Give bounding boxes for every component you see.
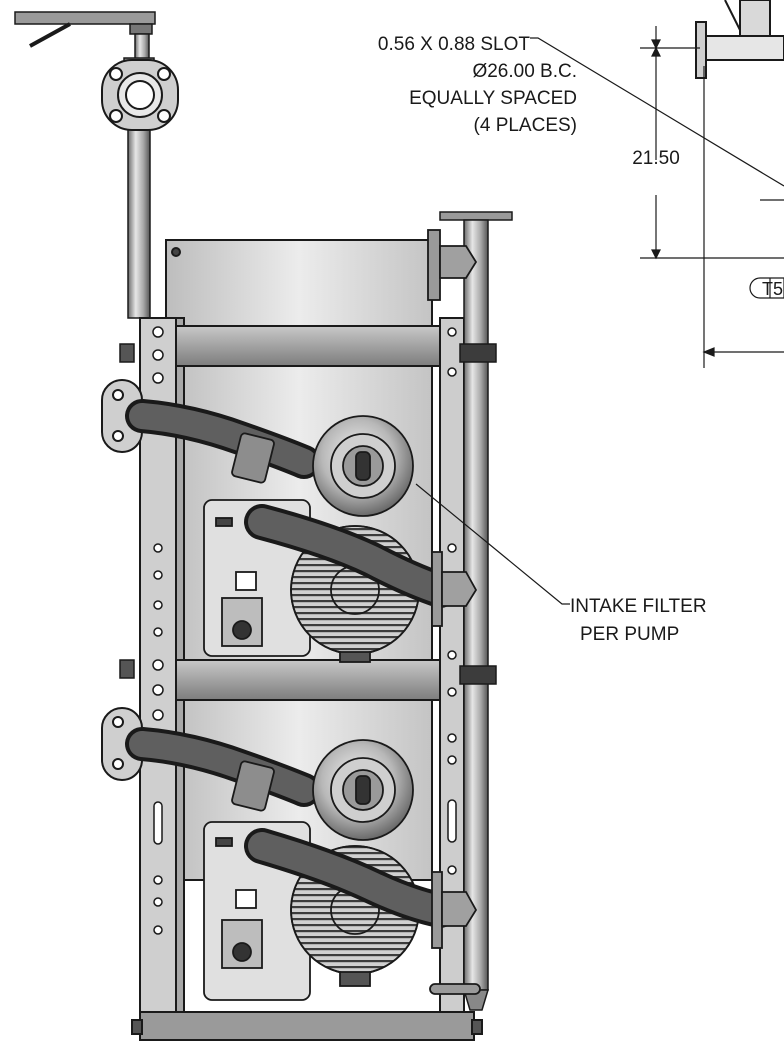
left-inlet-flange-upper bbox=[101, 379, 143, 453]
intake-filter-callout: INTAKE FILTER PER PUMP bbox=[570, 596, 707, 645]
slot-callout-line-4: (4 PLACES) bbox=[474, 115, 577, 136]
top-flange bbox=[101, 59, 179, 131]
feature-control-frame: T5 bbox=[749, 277, 784, 299]
height-dimension-value: 21.50 bbox=[632, 148, 680, 169]
intake-filter-callout-line-1: INTAKE FILTER bbox=[570, 596, 707, 617]
top-lever-assembly bbox=[14, 11, 156, 61]
left-upright-holes bbox=[152, 326, 164, 935]
right-upright-holes bbox=[447, 327, 457, 905]
feature-control-frame-text: T5 bbox=[762, 279, 783, 299]
slot-callout-line-1: 0.56 X 0.88 SLOT bbox=[378, 34, 530, 55]
dimension-lines bbox=[640, 26, 784, 368]
slot-callout: 0.56 X 0.88 SLOT Ø26.00 B.C. EQUALLY SPA… bbox=[378, 34, 577, 136]
height-dimension: 21.50 bbox=[632, 148, 680, 169]
left-inlet-flange-lower bbox=[101, 707, 143, 781]
upper-pump bbox=[125, 229, 478, 663]
leader-lines bbox=[415, 37, 784, 605]
detail-view-pipe bbox=[695, 0, 784, 79]
slot-callout-line-2: Ø26.00 B.C. bbox=[472, 61, 577, 82]
slot-callout-line-3: EQUALLY SPACED bbox=[409, 88, 577, 109]
intake-filter-callout-line-2: PER PUMP bbox=[580, 624, 679, 645]
pipe-clamps bbox=[119, 343, 497, 685]
lower-pump bbox=[125, 727, 481, 1001]
